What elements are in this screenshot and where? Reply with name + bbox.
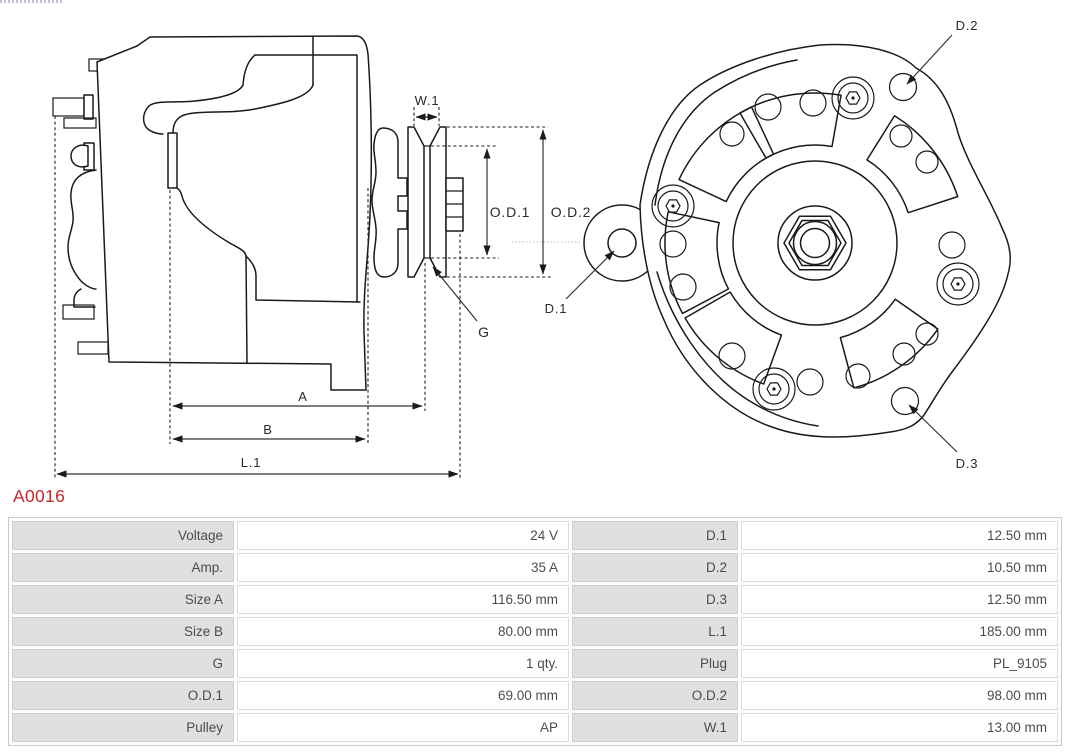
part-number: A0016 xyxy=(13,486,66,506)
spec-label: L.1 xyxy=(572,617,738,646)
spec-value: 13.00 mm xyxy=(741,713,1058,742)
leader-d3 xyxy=(908,404,958,453)
housing-outline xyxy=(96,35,373,391)
spec-value: 12.50 mm xyxy=(741,521,1058,550)
d1-hole xyxy=(607,228,637,258)
dim-label-od1: O.D.1 xyxy=(490,204,531,220)
spec-value: 12.50 mm xyxy=(741,585,1058,614)
spec-value: 35 A xyxy=(237,553,569,582)
dim-label-d2: D.2 xyxy=(956,18,979,33)
alternator-technical-drawing: W.1 O.D.1 O.D.2 G A B L.1 D.1 D.2 D.3 xyxy=(52,18,1011,479)
spec-value: 98.00 mm xyxy=(741,681,1058,710)
table-row: Size A 116.50 mm D.3 12.50 mm xyxy=(12,585,1058,614)
leader-d1 xyxy=(565,250,615,300)
dim-label-od2: O.D.2 xyxy=(551,204,592,220)
table-row: Voltage 24 V D.1 12.50 mm xyxy=(12,521,1058,550)
spec-value: 69.00 mm xyxy=(237,681,569,710)
table-row: O.D.1 69.00 mm O.D.2 98.00 mm xyxy=(12,681,1058,710)
spec-label: Size A xyxy=(12,585,234,614)
dimension-annotations: W.1 O.D.1 O.D.2 G A B L.1 D.1 D.2 D.3 xyxy=(54,18,979,479)
spec-label: D.1 xyxy=(572,521,738,550)
dim-label-d3: D.3 xyxy=(956,456,979,471)
shaft-nut xyxy=(777,205,853,281)
table-row: Amp. 35 A D.2 10.50 mm xyxy=(12,553,1058,582)
rear-housing-outline xyxy=(639,43,1011,438)
spec-label: W.1 xyxy=(572,713,738,742)
spec-label: D.2 xyxy=(572,553,738,582)
spec-label: Voltage xyxy=(12,521,234,550)
spec-label: G xyxy=(12,649,234,678)
d2-hole xyxy=(888,72,918,102)
dim-label-b: B xyxy=(263,422,272,437)
spec-label: Pulley xyxy=(12,713,234,742)
rotor-circle xyxy=(732,160,898,326)
leader-d2 xyxy=(906,34,953,85)
d3-hole xyxy=(890,386,920,416)
spec-value: 10.50 mm xyxy=(741,553,1058,582)
spec-value: 1 qty. xyxy=(237,649,569,678)
page-edge-artifact xyxy=(0,0,64,3)
spec-table: Voltage 24 V D.1 12.50 mm Amp. 35 A D.2 … xyxy=(8,517,1062,746)
terminal-studs xyxy=(52,58,109,355)
spec-label: Size B xyxy=(12,617,234,646)
spec-value: 24 V xyxy=(237,521,569,550)
dim-label-g: G xyxy=(478,324,490,340)
connector-housing xyxy=(67,142,97,308)
table-row: G 1 qty. Plug PL_9105 xyxy=(12,649,1058,678)
dim-label-a: A xyxy=(298,389,307,404)
dim-label-d1: D.1 xyxy=(545,301,568,316)
spec-label: Amp. xyxy=(12,553,234,582)
spec-label: O.D.1 xyxy=(12,681,234,710)
spec-label: O.D.2 xyxy=(572,681,738,710)
alternator-rear-view xyxy=(583,43,1011,438)
dim-label-w1: W.1 xyxy=(415,93,440,108)
spec-value: AP xyxy=(237,713,569,742)
spec-label: D.3 xyxy=(572,585,738,614)
leader-g xyxy=(432,266,478,322)
table-row: Size B 80.00 mm L.1 185.00 mm xyxy=(12,617,1058,646)
spec-value: 116.50 mm xyxy=(237,585,569,614)
spec-label: Plug xyxy=(572,649,738,678)
housing-inner-contours xyxy=(142,35,361,364)
alternator-side-view xyxy=(52,35,464,391)
spec-value: 185.00 mm xyxy=(741,617,1058,646)
table-row: Pulley AP W.1 13.00 mm xyxy=(12,713,1058,742)
pulley xyxy=(407,126,464,278)
rim-inner-lines xyxy=(654,59,819,427)
front-bracket xyxy=(371,127,408,278)
vent-holes xyxy=(659,89,966,396)
spec-value: PL_9105 xyxy=(741,649,1058,678)
spec-value: 80.00 mm xyxy=(237,617,569,646)
dim-label-l1: L.1 xyxy=(241,455,261,470)
